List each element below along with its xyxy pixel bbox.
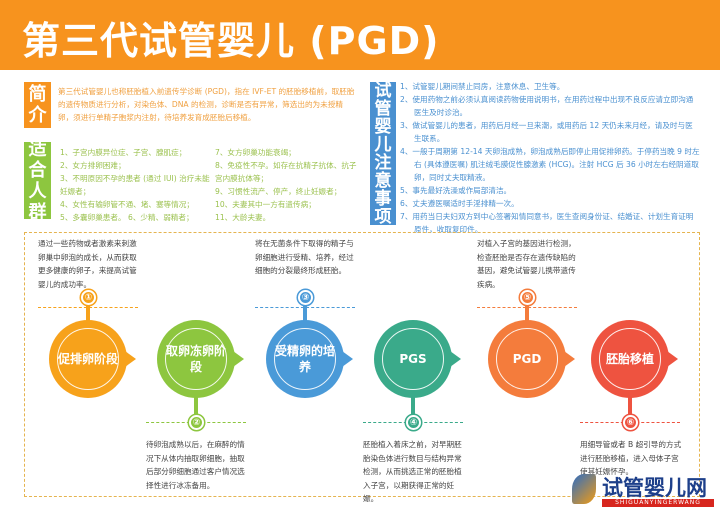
logo-pinyin: SHIGUANYINGERWANG — [602, 499, 714, 507]
suitable-item: 3、不明原因不孕的患者 (通过 IUI) 治疗未能妊娠者； — [60, 174, 210, 196]
note-item: 2、使用药物之前必须认真阅读药物使用说明书，在用药过程中出现不良反应请立即沟通医… — [400, 95, 694, 117]
step-label: PGS — [382, 328, 444, 390]
intro-label: 简介 — [24, 82, 51, 128]
step-description: 将在无菌条件下取得的精子与卵细胞进行受精、培养，经过细胞的分裂最终形成胚胎。 — [255, 239, 354, 275]
step-number-badge: ⑥ — [623, 415, 638, 430]
suitable-item: 4、女性有输卵管不通、堵、塞等情况； — [60, 200, 194, 209]
step-connector — [411, 395, 415, 422]
step-connector — [86, 297, 90, 323]
suitable-item: 2、女方排卵困难； — [60, 161, 126, 170]
notes-list: 1、试管婴儿期间禁止同房，注意休息、卫生等。 2、使用药物之前必须认真阅读药物使用… — [400, 80, 700, 236]
suitable-item: 10、夫妻其中一方有遗传病； — [215, 200, 316, 209]
step-description: 通过一些药物或者激素来刺激卵巢中卵泡的成长，从而获取更多健康的卵子，来提高试管婴… — [38, 239, 137, 289]
step-circle: PGS — [374, 320, 461, 398]
step-label: 取卵冻卵阶段 — [165, 328, 227, 390]
logo-text: 试管婴儿网 — [602, 475, 707, 500]
note-item: 5、事先最好洗澡或作局部清洁。 — [400, 186, 512, 195]
suitable-list-1: 1、子宫内膜异位症、子宫、腺肌症； 2、女方排卵困难； 3、不明原因不孕的患者 (通… — [60, 146, 210, 224]
suitable-label: 适合人群 — [24, 139, 51, 223]
suitable-item: 7、女方卵巢功能衰竭； — [215, 148, 296, 157]
process-flow-box — [24, 232, 700, 497]
page-title: 第三代试管婴儿 (PGD) — [22, 19, 440, 63]
step-circle: 受精卵的培养 — [266, 320, 353, 398]
note-item: 1、试管婴儿期间禁止同房，注意休息、卫生等。 — [400, 82, 565, 91]
step-circle: PGD — [488, 320, 575, 398]
step-label: 受精卵的培养 — [274, 328, 336, 390]
suitable-item: 8、免疫性不孕。如存在抗精子抗体、抗子宫内膜抗体等； — [215, 161, 357, 183]
step-divider — [477, 307, 577, 308]
step-number-badge: ③ — [298, 290, 313, 305]
step-label: 胚胎移植 — [599, 328, 661, 390]
note-item: 3、做试管婴儿的患者，用药后月经一旦来潮，或用药后 12 天仍未来月经，请及时与… — [400, 121, 693, 143]
suitable-label-text: 适合人群 — [28, 138, 47, 223]
intro-text: 第三代试管婴儿也称胚胎植入前遗传学诊断 (PGD)，指在 IVF-ET 的胚胎移… — [58, 87, 355, 122]
step-label: PGD — [496, 328, 558, 390]
step-number-badge: ② — [189, 415, 204, 430]
intro-label-text: 简介 — [28, 84, 47, 126]
step-description: 对植入子宫的基因进行检测，检查胚胎是否存在遗传缺陷的基因，避免试管婴儿携带遗传疾… — [477, 239, 576, 289]
step-description: 胚胎植入着床之前，对早期胚胎染色体进行数目与结构异常检测，从而挑选正常的胚胎植入… — [363, 440, 462, 503]
note-item: 4、一般于周期第 12-14 天卵泡成熟，卵泡成熟后即停止用促排卵药。于停药当晚… — [400, 147, 700, 182]
step-number-badge: ④ — [406, 415, 421, 430]
step-connector — [194, 395, 198, 422]
step-description: 用细导管或者 B 超引导的方式进行胚胎移植，进入母体子宫使其妊娠怀孕。 — [580, 440, 682, 476]
notes-label: 试管婴儿注意事项 — [370, 80, 396, 227]
notes-label-text: 试管婴儿注意事项 — [374, 80, 392, 227]
suitable-list-2: 7、女方卵巢功能衰竭； 8、免疫性不孕。如存在抗精子抗体、抗子宫内膜抗体等； 9、习… — [215, 146, 360, 224]
step-circle: 取卵冻卵阶段 — [157, 320, 244, 398]
step-divider — [38, 307, 138, 308]
step-label: 促排卵阶段 — [57, 328, 119, 390]
step-number-badge: ⑤ — [520, 290, 535, 305]
step-connector — [303, 297, 307, 323]
note-item: 6、丈夫遵医嘱适时手淫排精一次。 — [400, 199, 519, 208]
suitable-item: 1、子宫内膜异位症、子宫、腺肌症； — [60, 148, 187, 157]
step-circle: 胚胎移植 — [591, 320, 678, 398]
step-number-badge: ① — [81, 290, 96, 305]
logo-icon — [572, 474, 596, 504]
step-divider — [255, 307, 355, 308]
suitable-item: 9、习惯性流产、停产，终止妊娠者； — [215, 187, 342, 196]
step-connector — [525, 297, 529, 323]
site-logo: 试管婴儿网 SHIGUANYINGERWANG — [572, 472, 717, 508]
suitable-item: 11、大龄夫妻。 — [215, 213, 271, 222]
step-connector — [628, 395, 632, 422]
suitable-item: 5、多囊卵巢患者。 6、少精、弱精者； — [60, 213, 194, 222]
header-banner — [0, 0, 720, 70]
step-circle: 促排卵阶段 — [49, 320, 136, 398]
step-description: 待卵泡成熟以后，在麻醉的情况下从体内抽取卵细胞，抽取后部分卵细胞通过客户情况选择… — [146, 440, 245, 490]
note-item: 7、用药当日夫妇双方到中心签署知情同意书，医生查阅身份证、结婚证、计划生育证明原… — [400, 212, 694, 234]
